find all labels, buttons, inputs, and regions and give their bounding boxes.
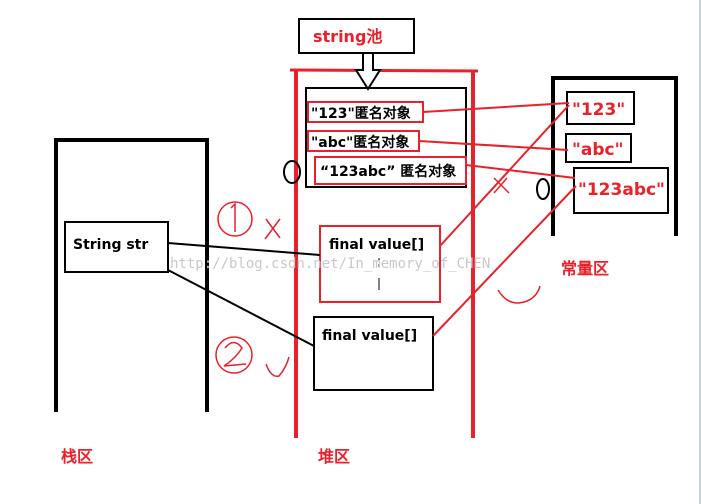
heap-area-label: 堆区 (318, 447, 350, 466)
const-item-123 (566, 91, 635, 125)
const-item-123abc (573, 167, 669, 214)
heap-object-1-label: final value[] (329, 237, 424, 253)
constant-region: "123" "abc" "123abc" (536, 76, 678, 236)
pool-entry-123abc-label: “123abc” 匿名对象 (320, 163, 456, 180)
string-pool-box (305, 87, 467, 188)
constant-area-label: 常量区 (561, 259, 609, 278)
hand-annotations (215, 177, 541, 377)
string-pool-title: string池 (298, 18, 415, 91)
const-item-abc-label: "abc" (572, 140, 623, 160)
oval-marker-left (283, 160, 301, 184)
connectors (167, 102, 577, 347)
string-str-box (64, 221, 169, 273)
const-item-abc (565, 133, 632, 163)
string-pool-title-label: string池 (313, 27, 382, 46)
pool-entry-123abc (314, 156, 467, 185)
heap-object-2 (313, 316, 434, 391)
oval-marker-right (536, 178, 550, 200)
pool-entry-123-label: "123"匿名对象 (311, 105, 411, 122)
heap-object-2-label: final value[] (322, 328, 417, 344)
const-item-123-label: "123" (572, 100, 625, 120)
heap-region: "123"匿名对象 "abc"匿名对象 “123abc” 匿名对象 final … (283, 68, 479, 438)
pool-entry-abc-label: "abc"匿名对象 (311, 134, 409, 151)
stack-area-label: 栈区 (61, 447, 93, 466)
watermark: http://blog.csdn.net/In_memory_of_CHEN (170, 256, 490, 272)
stack-region: String str (54, 138, 209, 412)
arrow-down-icon (354, 52, 382, 91)
string-str-label: String str (73, 237, 148, 253)
const-item-123abc-label: "123abc" (578, 180, 665, 200)
heap-object-1 (319, 225, 441, 303)
